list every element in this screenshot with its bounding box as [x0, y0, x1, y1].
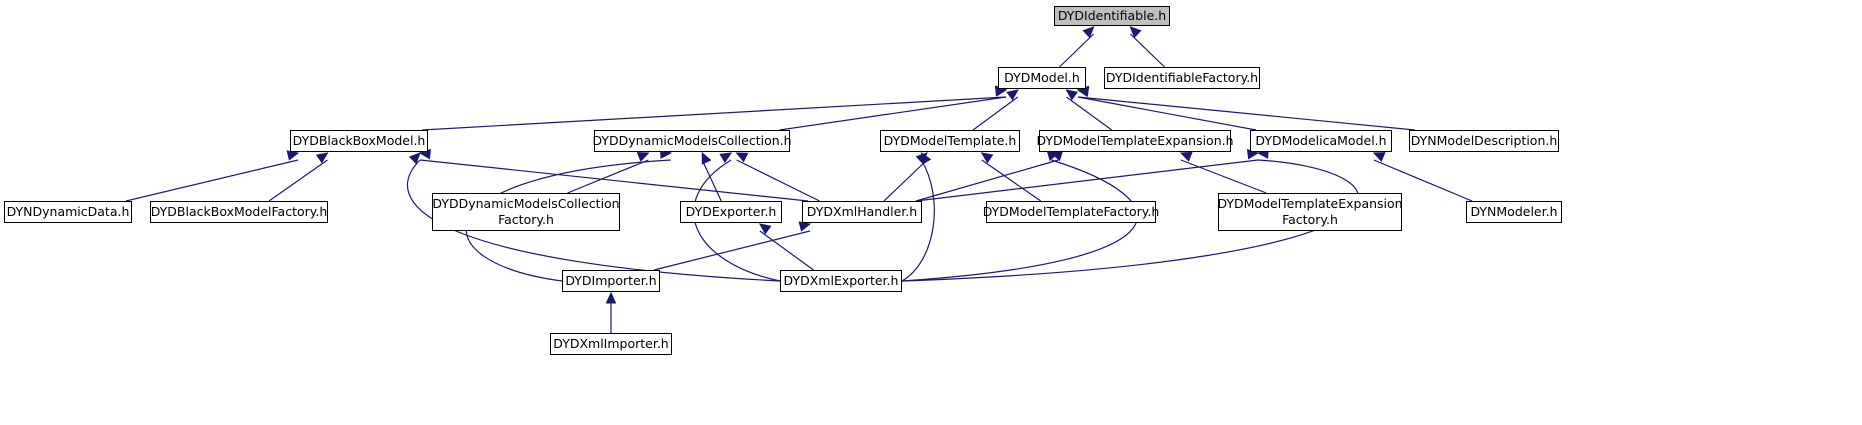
- node-dmcfactory[interactable]: DYDDynamicModelsCollection Factory.h: [432, 193, 620, 231]
- arrowhead-dynmodeler-to-modelica: [1372, 152, 1386, 162]
- arrowhead-bbfactory-to-blackbox: [315, 152, 329, 164]
- edge-xmlhandler-to-dynmodcoll: [736, 159, 820, 202]
- node-xmlimporter[interactable]: DYDXmlImporter.h: [550, 333, 672, 355]
- arrowhead-model-to-identifiable: [1082, 26, 1095, 39]
- edge-xmlexporter-to-dynmodcoll: [693, 159, 781, 282]
- arrowhead-mtfactory-to-modeltemplate: [980, 152, 994, 164]
- edge-mtexpansion-to-model: [1066, 96, 1113, 131]
- arrowhead-xmlexporter-to-mtexpansion: [1050, 151, 1063, 162]
- edge-dynmodcoll-to-model: [779, 96, 1007, 131]
- edge-bbfactory-to-blackbox: [268, 159, 328, 202]
- node-modelica[interactable]: DYDModelicaModel.h: [1250, 130, 1392, 152]
- arrowhead-xmlexporter-to-dynmodcoll: [719, 152, 733, 163]
- edge-mtfactory-to-modeltemplate: [981, 159, 1042, 202]
- arrowhead-modeltemplate-to-model: [1006, 89, 1019, 101]
- edge-importer-to-xmlhandler: [653, 230, 811, 271]
- edge-xmlexporter-to-modeltemplate: [901, 159, 935, 282]
- edge-dynmodeler-to-modelica: [1373, 159, 1473, 202]
- node-xmlexporter[interactable]: DYDXmlExporter.h: [780, 270, 902, 292]
- edge-blackbox-to-model: [421, 96, 1007, 131]
- node-identifiable[interactable]: DYDIdentifiable.h: [1054, 6, 1170, 26]
- arrowhead-mtexpansion-to-model: [1065, 89, 1079, 101]
- arrowhead-xmlexporter-to-modeltemplate: [920, 151, 932, 165]
- arrowhead-xmlexporter-to-exporter: [758, 223, 772, 235]
- edge-dyndata-to-blackbox: [125, 159, 299, 202]
- edge-xmlexporter-to-mtexpansion: [901, 159, 1138, 282]
- node-dynmodcoll[interactable]: DYDDynamicModelsCollection.h: [592, 130, 792, 152]
- edge-exporter-to-dynmodcoll: [701, 159, 722, 202]
- arrowhead-idfactory-to-identifiable: [1129, 26, 1142, 39]
- arrowhead-xmlexporter-to-blackbox: [408, 152, 421, 165]
- node-modeltemplate[interactable]: DYDModelTemplate.h: [880, 130, 1020, 152]
- node-idfactory[interactable]: DYDIdentifiableFactory.h: [1104, 67, 1260, 89]
- edge-xmlhandler-to-mtexpansion: [915, 159, 1059, 202]
- edge-modelica-to-model: [1077, 96, 1257, 131]
- node-exporter[interactable]: DYDExporter.h: [680, 201, 782, 223]
- node-blackbox[interactable]: DYDBlackBoxModel.h: [290, 130, 428, 152]
- edge-model-to-identifiable: [1059, 33, 1095, 68]
- edge-modeltemplate-to-model: [972, 96, 1019, 131]
- edge-mtefactory-to-mtexpansion: [1180, 159, 1267, 194]
- arrowhead-xmlhandler-to-dynmodcoll: [735, 152, 749, 163]
- node-bbfactory[interactable]: DYDBlackBoxModelFactory.h: [150, 201, 328, 223]
- edge-dynmodeldesc-to-model: [1077, 96, 1416, 131]
- edge-idfactory-to-identifiable: [1129, 33, 1165, 68]
- edge-dmcfactory-to-dynmodcoll: [567, 159, 649, 194]
- node-mtfactory[interactable]: DYDModelTemplateFactory.h: [983, 201, 1159, 223]
- edge-xmlhandler-to-modeltemplate: [883, 159, 928, 202]
- arrowhead-mtefactory-to-mtexpansion: [1179, 151, 1193, 162]
- arrowhead-dmcfactory-to-dynmodcoll: [636, 152, 650, 162]
- node-mtexpansion[interactable]: DYDModelTemplateExpansion.h: [1036, 130, 1234, 152]
- node-xmlhandler[interactable]: DYDXmlHandler.h: [802, 201, 922, 223]
- node-model[interactable]: DYDModel.h: [998, 67, 1086, 89]
- node-mtefactory[interactable]: DYDModelTemplateExpansion Factory.h: [1217, 193, 1403, 231]
- edge-xmlexporter-to-exporter: [759, 230, 814, 271]
- node-importer[interactable]: DYDImporter.h: [562, 270, 660, 292]
- arrowhead-xmlimporter-to-importer: [605, 291, 617, 304]
- node-dyndata[interactable]: DYNDynamicData.h: [4, 201, 132, 223]
- arrowhead-importer-to-xmlhandler: [798, 221, 812, 232]
- edge-xmlhandler-to-modelica: [915, 159, 1259, 202]
- node-dynmodeler[interactable]: DYNModeler.h: [1466, 201, 1562, 223]
- node-dynmodeldesc[interactable]: DYNModelDescription.h: [1409, 130, 1559, 152]
- edge-xmlhandler-to-blackbox: [419, 159, 809, 202]
- arrowhead-exporter-to-dynmodcoll: [701, 151, 712, 165]
